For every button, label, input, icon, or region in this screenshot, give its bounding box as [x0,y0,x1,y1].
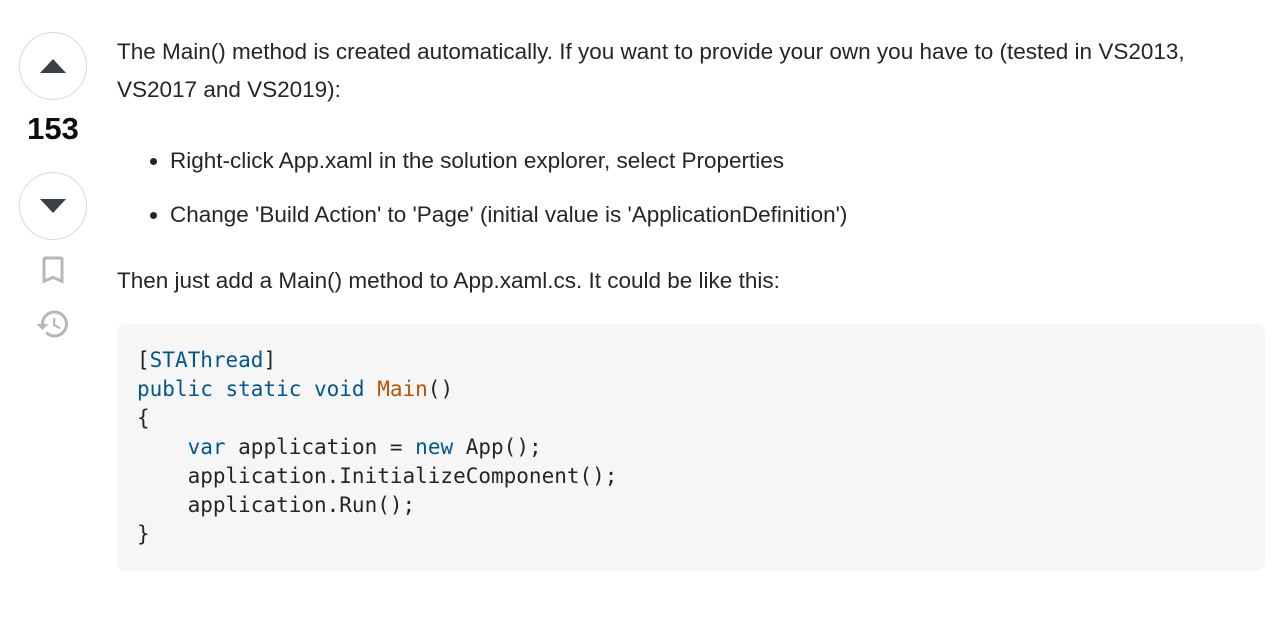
bullet-item-1: Right-click App.xaml in the solution exp… [170,142,1267,180]
bookmark-icon [35,252,71,288]
answer-paragraph-2: Then just add a Main() method to App.xam… [117,268,780,293]
answer-body: The Main() method is created automatical… [117,33,1267,571]
triangle-down-icon [39,198,67,214]
code-content: [STAThread] public static void Main() { … [137,348,618,546]
answer-paragraph-1: The Main() method is created automatical… [117,39,1185,102]
triangle-up-icon [39,58,67,74]
bullet-item-2: Change 'Build Action' to 'Page' (initial… [170,196,1267,234]
bookmark-button[interactable] [35,252,71,288]
code-block: [STAThread] public static void Main() { … [117,324,1265,571]
vote-down-button[interactable] [19,172,87,240]
history-button[interactable] [35,306,71,342]
vote-count: 153 [27,111,79,146]
answer-bullet-list: Right-click App.xaml in the solution exp… [117,142,1267,234]
vote-column: 153 [0,0,117,619]
vote-up-button[interactable] [19,32,87,100]
history-icon [35,306,71,342]
